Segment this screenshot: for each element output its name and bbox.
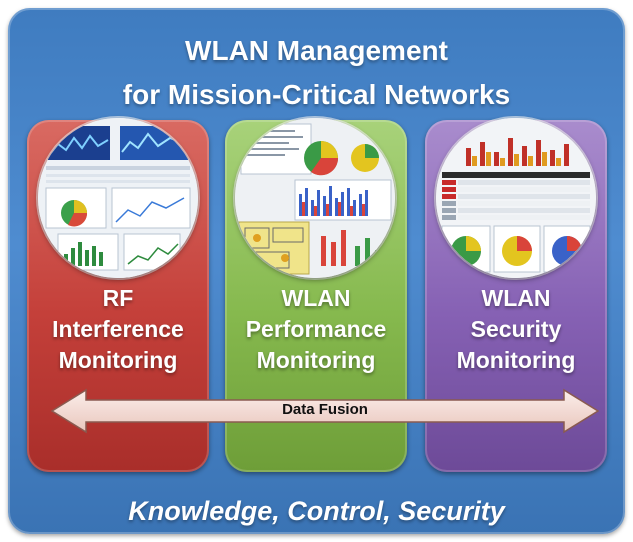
performance-label-line-2: Performance [245,316,387,342]
rf-label-line-1: RF [102,285,134,311]
tagline: Knowledge, Control, Security [128,496,505,526]
performance-label-line-3: Monitoring [256,347,376,373]
security-dashboard-screenshot-icon [436,118,596,278]
security-dashboard-thumbnail [436,118,596,278]
rf-interference-label: RF Interference Monitoring [27,283,209,376]
rf-dashboard-screenshot-icon [38,118,198,278]
rf-dashboard-thumbnail [38,118,198,278]
security-label-line-1: WLAN [481,285,551,311]
performance-label-line-1: WLAN [281,285,351,311]
rf-label-line-2: Interference [52,316,184,342]
performance-dashboard-thumbnail [235,118,395,278]
double-headed-arrow-icon [50,388,600,434]
wlan-security-label: WLAN Security Monitoring [425,283,607,376]
rf-label-line-3: Monitoring [58,347,178,373]
performance-dashboard-screenshot-icon [235,118,395,278]
diagram-title-line-2: for Mission-Critical Networks [122,79,511,110]
data-fusion-label: Data Fusion [282,401,368,418]
security-label-line-2: Security [470,316,562,342]
diagram-title-line-1: WLAN Management [185,35,448,66]
security-label-line-3: Monitoring [456,347,576,373]
wlan-performance-label: WLAN Performance Monitoring [225,283,407,376]
